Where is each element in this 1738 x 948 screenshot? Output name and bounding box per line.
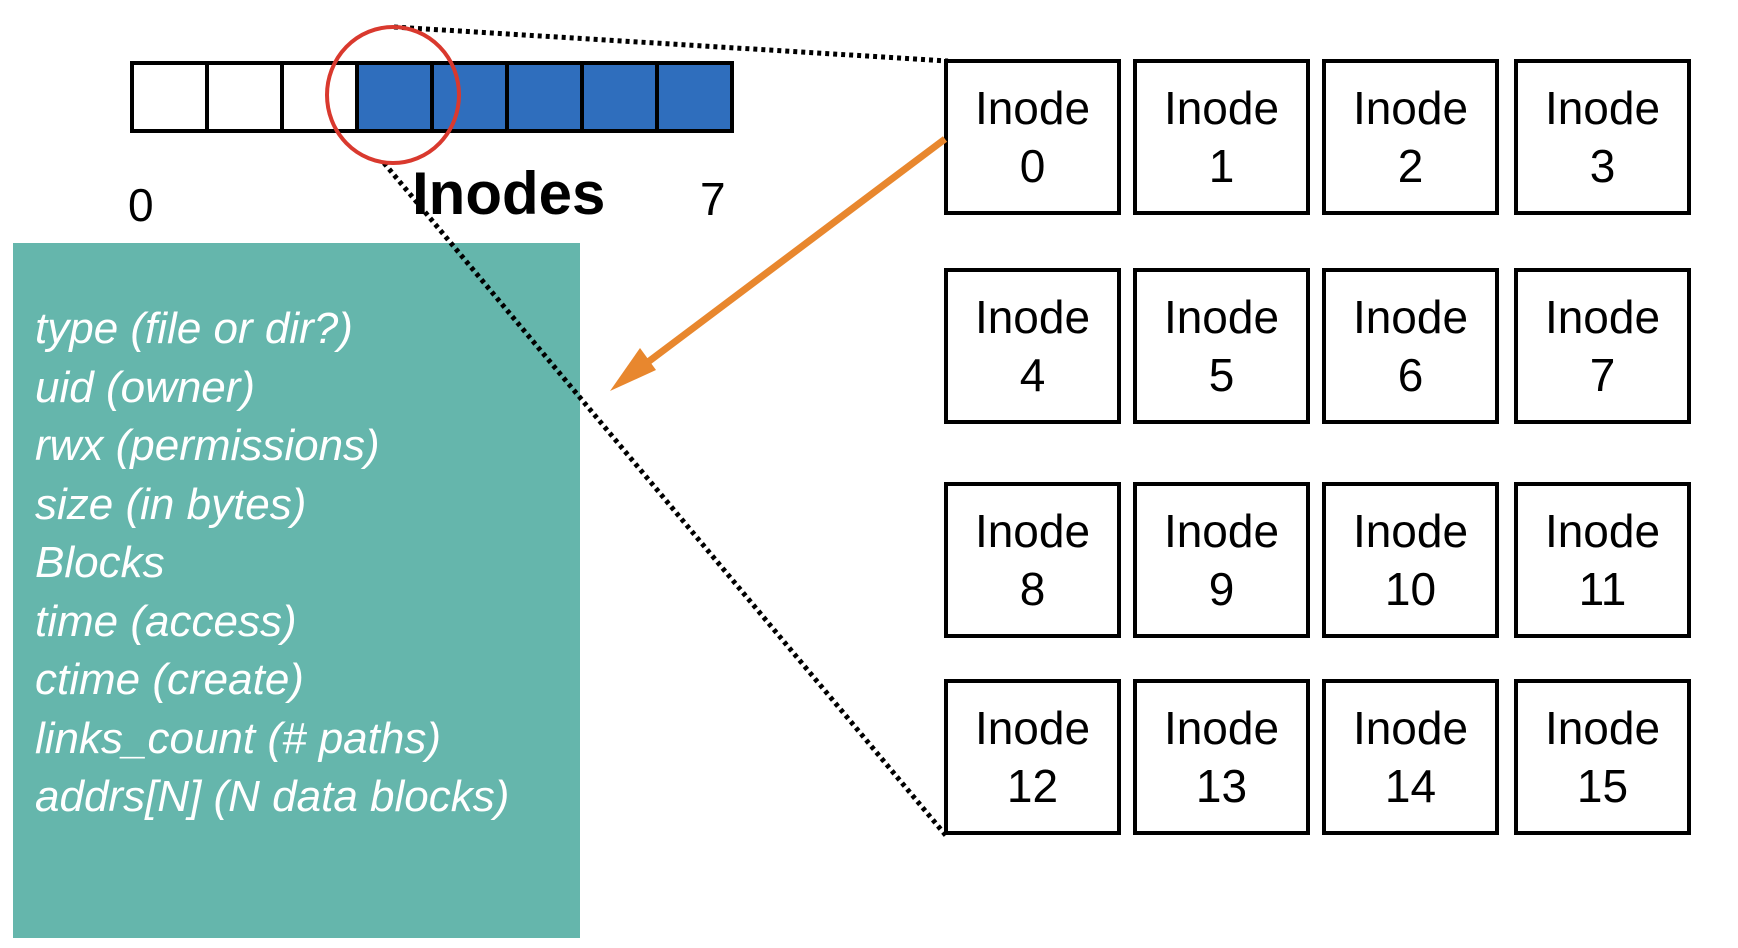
inode-number: 1	[1208, 140, 1235, 192]
inode-word: Inode	[974, 291, 1091, 343]
inode-number: 14	[1384, 760, 1437, 812]
inode-number: 11	[1578, 563, 1627, 615]
inode-number: 2	[1397, 140, 1424, 192]
zoom-line-bottom	[382, 161, 950, 840]
inode-number: 13	[1195, 760, 1248, 812]
inode-word: Inode	[1544, 82, 1661, 134]
inode-word: Inode	[1163, 702, 1280, 754]
inode-box-14: Inode 14	[1322, 679, 1499, 835]
inode-field: addrs[N] (N data blocks)	[35, 772, 510, 821]
inode-number: 7	[1589, 349, 1616, 401]
bitmap-cell-0	[130, 61, 209, 133]
inode-box-0: Inode 0	[944, 59, 1121, 215]
inode-number: 3	[1589, 140, 1616, 192]
inode-field: Blocks	[35, 538, 165, 587]
inode-word: Inode	[1544, 291, 1661, 343]
inode-word: Inode	[1544, 702, 1661, 754]
inode-word: Inode	[1163, 505, 1280, 557]
inode-box-7: Inode 7	[1514, 268, 1691, 424]
bitmap-title: Inodes	[412, 160, 606, 227]
inode-box-4: Inode 4	[944, 268, 1121, 424]
inode-box-3: Inode 3	[1514, 59, 1691, 215]
inode-word: Inode	[1352, 505, 1469, 557]
inode-number: 8	[1019, 563, 1046, 615]
inode-fields-panel: type (file or dir?) uid (owner) rwx (per…	[13, 243, 580, 938]
inode-word: Inode	[1163, 291, 1280, 343]
bitmap-start-index: 0	[128, 179, 154, 231]
inode-box-9: Inode 9	[1133, 482, 1310, 638]
inode-field: time (access)	[35, 596, 297, 646]
bitmap-cell-2	[280, 61, 359, 133]
inode-word: Inode	[1544, 505, 1661, 557]
inode-field: ctime (create)	[35, 655, 304, 704]
inode-word: Inode	[1352, 82, 1469, 134]
inode-field: uid (owner)	[35, 362, 256, 412]
highlight-circle	[325, 25, 461, 165]
expand-arrow	[637, 136, 948, 371]
inode-number: 10	[1384, 563, 1437, 615]
inode-number: 9	[1208, 563, 1235, 615]
inode-word: Inode	[974, 82, 1091, 134]
inode-number: 5	[1208, 349, 1235, 401]
bitmap-end-index: 7	[700, 173, 726, 225]
inode-word: Inode	[974, 505, 1091, 557]
inode-word: Inode	[1352, 291, 1469, 343]
bitmap-cell-7	[655, 61, 734, 133]
inode-box-10: Inode 10	[1322, 482, 1499, 638]
zoom-line-top	[393, 24, 949, 64]
bitmap-cell-1	[205, 61, 284, 133]
inode-box-1: Inode 1	[1133, 59, 1310, 215]
inode-number: 12	[1006, 760, 1059, 812]
inode-field: rwx (permissions)	[35, 421, 380, 470]
inode-box-2: Inode 2	[1322, 59, 1499, 215]
inode-box-8: Inode 8	[944, 482, 1121, 638]
inode-word: Inode	[974, 702, 1091, 754]
inode-number: 6	[1397, 349, 1424, 401]
inode-box-13: Inode 13	[1133, 679, 1310, 835]
inode-number: 15	[1576, 760, 1629, 812]
inode-box-6: Inode 6	[1322, 268, 1499, 424]
inode-field: links_count (# paths)	[35, 713, 441, 763]
inode-number: 0	[1019, 140, 1046, 192]
inode-box-11: Inode 11	[1514, 482, 1691, 638]
inode-box-12: Inode 12	[944, 679, 1121, 835]
inode-word: Inode	[1163, 82, 1280, 134]
inode-number: 4	[1019, 349, 1046, 401]
bitmap-cell-4	[430, 61, 509, 133]
inode-box-15: Inode 15	[1514, 679, 1691, 835]
expand-arrow-head	[610, 348, 656, 391]
inode-field: size (in bytes)	[35, 479, 307, 529]
inode-box-5: Inode 5	[1133, 268, 1310, 424]
inode-field: type (file or dir?)	[35, 304, 353, 353]
inode-word: Inode	[1352, 702, 1469, 754]
